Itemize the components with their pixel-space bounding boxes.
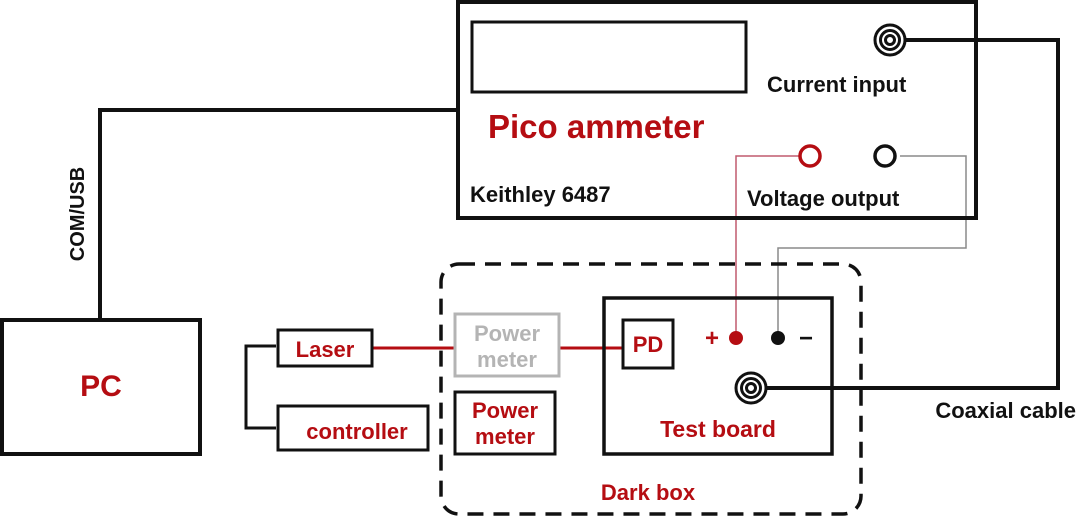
ammeter-box — [456, 0, 978, 220]
laser-label: Laser — [296, 337, 355, 362]
test-board-coax-connector-icon — [734, 371, 768, 405]
current-input-label: Current input — [767, 72, 907, 97]
power-meter-ghost-line2: meter — [477, 347, 537, 372]
power-meter-line2: meter — [475, 424, 535, 449]
voltage-output-plus-terminal — [798, 144, 822, 168]
laser-box — [276, 328, 374, 368]
com-usb-cable — [98, 108, 458, 320]
voltage-output-label: Voltage output — [747, 186, 900, 211]
power-meter-box — [453, 390, 557, 456]
test-board-box — [602, 296, 834, 456]
ammeter-model: Keithley 6487 — [470, 182, 611, 207]
voltage-plus-wire — [735, 155, 800, 338]
coaxial-cable-label: Coaxial cable — [935, 398, 1076, 423]
coaxial-cable — [762, 38, 1060, 390]
test-board-label: Test board — [660, 416, 776, 442]
dark-box-label: Dark box — [601, 480, 696, 505]
board-minus-sign: − — [799, 325, 813, 352]
current-input-connector-icon — [873, 23, 907, 57]
controller-box — [276, 404, 430, 452]
voltage-minus-wire — [777, 155, 967, 338]
pd-box — [621, 318, 675, 370]
power-meter-ghost-line1: Power — [474, 321, 540, 346]
ammeter-title: Pico ammeter — [488, 108, 705, 145]
power-meter-line1: Power — [472, 398, 538, 423]
laser-controller-link — [244, 344, 276, 430]
power-meter-ghost-box — [453, 312, 561, 378]
pc-box — [0, 318, 202, 456]
pc-label: PC — [80, 370, 122, 403]
pd-label: PD — [633, 332, 664, 357]
com-usb-label: COM/USB — [67, 167, 89, 261]
controller-label: controller — [306, 419, 408, 444]
board-minus-terminal — [771, 331, 785, 345]
dark-box-outline — [439, 262, 863, 516]
board-plus-sign: + — [705, 325, 719, 352]
board-plus-terminal — [729, 331, 743, 345]
ammeter-display — [470, 20, 748, 94]
voltage-output-minus-terminal — [873, 144, 897, 168]
